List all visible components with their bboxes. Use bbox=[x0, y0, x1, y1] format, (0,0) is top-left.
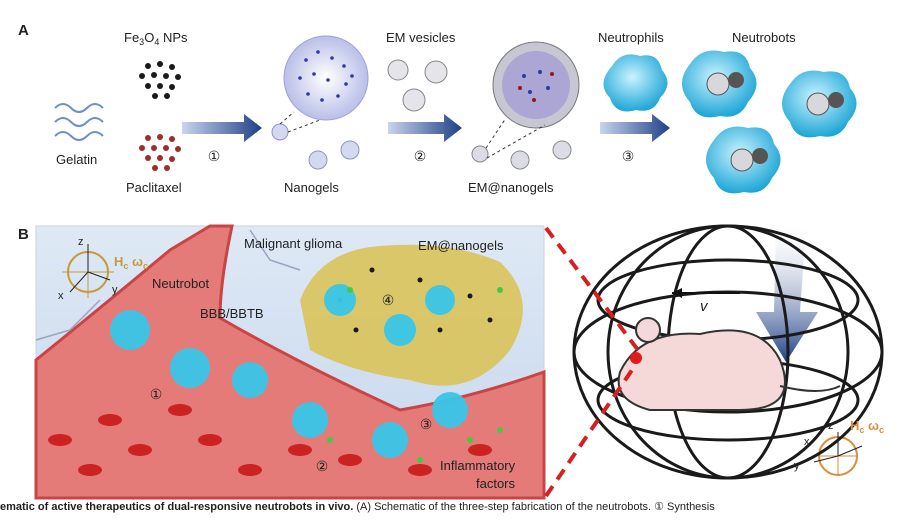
gelatin-label: Gelatin bbox=[56, 152, 98, 167]
glioma-cluster bbox=[300, 244, 523, 386]
malignant-glioma-label: Malignant glioma bbox=[244, 236, 343, 251]
nanogel-small bbox=[271, 123, 289, 141]
mouse-illustration bbox=[617, 317, 841, 411]
caption-rest: (A) Schematic of the three-step fabricat… bbox=[353, 501, 715, 513]
paclitaxel-label: Paclitaxel bbox=[126, 180, 182, 195]
step2-arrow bbox=[388, 114, 462, 142]
neutrobot-label: Neutrobot bbox=[152, 276, 210, 291]
neutrophils-label: Neutrophils bbox=[598, 30, 664, 45]
fe3o4-nanoparticles bbox=[139, 61, 181, 99]
zoom-connector bbox=[544, 226, 640, 498]
blood-vessel bbox=[34, 224, 546, 500]
neutrophil-cell bbox=[603, 54, 668, 112]
paclitaxel-particles bbox=[139, 134, 181, 171]
axis-y-left: y bbox=[112, 284, 118, 296]
magnetic-field-icon-right bbox=[813, 432, 863, 476]
step-b2-marker: ② bbox=[315, 458, 329, 474]
panel-a-letter: A bbox=[18, 22, 29, 39]
step-b1-marker: ① bbox=[149, 386, 163, 402]
step3-arrow bbox=[600, 114, 670, 142]
inflammatory-factors bbox=[327, 287, 503, 463]
step-3-marker: ③ bbox=[621, 148, 635, 164]
field-h-left: Hc ωc bbox=[114, 254, 149, 271]
velocity-label: v bbox=[700, 298, 708, 315]
axis-z-right: z bbox=[828, 420, 834, 432]
caption-bold: ematic of active therapeutics of dual-re… bbox=[0, 501, 354, 513]
step-1-marker: ① bbox=[207, 148, 221, 164]
injection-beam bbox=[756, 226, 818, 362]
neutrobot-cells bbox=[682, 50, 857, 194]
magnetic-field-icon-left bbox=[62, 244, 114, 298]
bbb-bbtb-label: BBB/BBTB bbox=[200, 306, 264, 321]
step-b4-marker: ④ bbox=[381, 292, 395, 308]
axis-x-right: x bbox=[804, 436, 810, 448]
inflammatory-label-2: factors bbox=[476, 476, 516, 491]
fe3o4-label: Fe3O4 NPs bbox=[124, 30, 188, 47]
panel-b-letter: B bbox=[18, 226, 29, 243]
nanogel-large bbox=[283, 35, 369, 121]
em-vesicles-label: EM vesicles bbox=[386, 30, 456, 45]
axis-y-right: y bbox=[794, 460, 800, 472]
axis-x-left: x bbox=[58, 290, 64, 302]
step1-arrow bbox=[182, 114, 262, 142]
inflammatory-label-1: Inflammatory bbox=[440, 458, 516, 473]
red-blood-cells bbox=[48, 404, 492, 476]
em-vesicles bbox=[387, 59, 448, 112]
em-nanogels-b-label: EM@nanogels bbox=[418, 238, 504, 253]
gelatin-strands bbox=[54, 103, 104, 141]
figure-caption: ematic of active therapeutics of dual-re… bbox=[0, 500, 900, 513]
neutrobots-label: Neutrobots bbox=[732, 30, 796, 45]
axis-z-left: z bbox=[78, 236, 84, 248]
em-nanogels-label: EM@nanogels bbox=[468, 180, 554, 195]
vessel-neutrobots bbox=[110, 284, 468, 458]
field-h-right: Hc ωc bbox=[850, 418, 885, 435]
nanogels-label: Nanogels bbox=[284, 180, 339, 195]
step-b3-marker: ③ bbox=[419, 416, 433, 432]
step-2-marker: ② bbox=[413, 148, 427, 164]
